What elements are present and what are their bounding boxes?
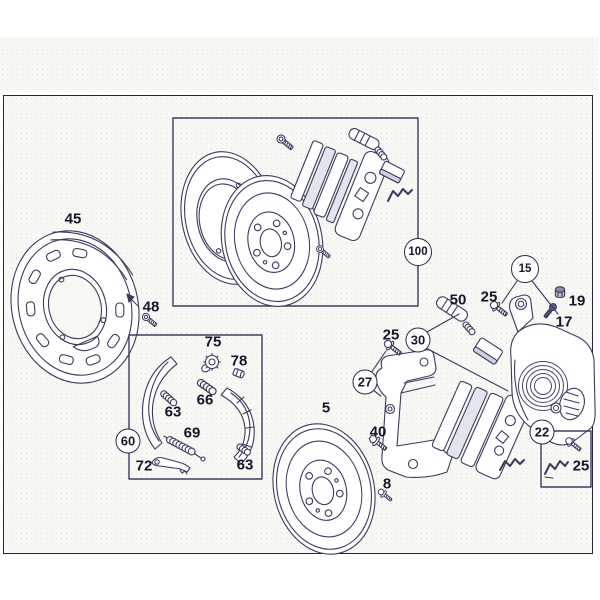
backing-plate-art: [10, 230, 140, 384]
callout-66[interactable]: 66: [196, 391, 214, 409]
callout-30[interactable]: 30: [405, 327, 431, 353]
cap-art-19: [554, 286, 566, 299]
callout-15[interactable]: 15: [511, 255, 539, 283]
callout-78[interactable]: 78: [230, 352, 248, 370]
brake-shoe-left-art: [141, 356, 178, 450]
pointer-arrow: [126, 293, 139, 307]
callout-40[interactable]: 40: [369, 423, 387, 441]
callout-5[interactable]: 5: [321, 399, 331, 417]
top-strip: [0, 37, 598, 90]
spring-art-69: [163, 434, 206, 462]
callout-75[interactable]: 75: [204, 333, 222, 351]
callout-27[interactable]: 27: [352, 369, 378, 395]
adjuster-lever-art-72: [151, 456, 191, 475]
caliper-body-art: [509, 294, 596, 446]
wear-sensor-art-main: [436, 296, 503, 365]
kit-box-100: [172, 117, 419, 307]
screw-art-box100-top: [274, 132, 296, 152]
adjuster-star-art-75: [201, 352, 222, 373]
callout-25-carrier[interactable]: 25: [382, 326, 400, 344]
wear-sensor-art-box100: [348, 128, 405, 184]
callout-63-lower[interactable]: 63: [236, 456, 254, 474]
callout-60[interactable]: 60: [115, 428, 141, 454]
callout-25-sensor[interactable]: 25: [480, 288, 498, 306]
pad-set-art-main: [431, 380, 531, 480]
callout-22[interactable]: 22: [529, 419, 555, 445]
callout-50[interactable]: 50: [449, 291, 467, 309]
callout-63-upper[interactable]: 63: [164, 403, 182, 421]
callout-69[interactable]: 69: [183, 424, 201, 442]
callout-72[interactable]: 72: [135, 457, 153, 475]
leader-lines: [370, 280, 559, 397]
callout-19[interactable]: 19: [568, 292, 586, 310]
pad-clip-art-box100: [387, 188, 413, 202]
shoe-kit-box-60: [128, 334, 263, 480]
callout-100[interactable]: 100: [404, 238, 432, 266]
callout-45[interactable]: 45: [64, 210, 82, 228]
callout-48[interactable]: 48: [142, 298, 160, 316]
clip-art-box22: [544, 460, 569, 479]
callout-8[interactable]: 8: [382, 475, 392, 493]
pad-set-art-box100: [290, 140, 390, 242]
callout-17[interactable]: 17: [555, 313, 573, 331]
clip-box-22: [540, 430, 592, 488]
callout-25-clip[interactable]: 25: [572, 457, 590, 475]
adjuster-piece-art-78: [232, 368, 245, 379]
caliper-carrier-art: [375, 349, 453, 478]
